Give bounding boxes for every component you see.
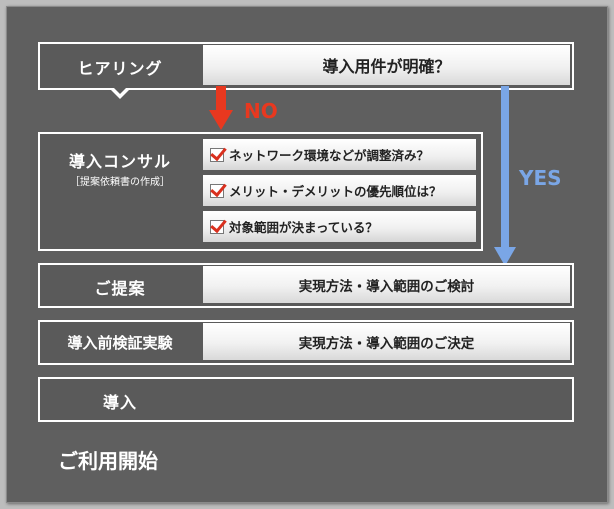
check-item-text: メリット・デメリットの優先順位は？ [229,184,442,199]
yes-label: YES [519,166,562,190]
no-arrow-head [209,110,233,130]
checkbox-checked-icon [210,183,224,198]
check-item-text: ネットワーク環境などが調整済み？ [229,148,430,163]
hearing-pointer [109,86,131,99]
yes-arrow-head [494,247,516,266]
yes-arrow-shaft [501,86,509,250]
proposal-detail: 実現方法・導入範囲のご検討 [203,266,570,303]
check-item: メリット・デメリットの優先順位は？ [203,175,476,206]
verification-detail: 実現方法・導入範囲のご決定 [203,323,570,360]
checkbox-checked-icon [210,219,224,234]
check-item-text: 対象範囲が決まっている？ [229,220,378,235]
introduction-step [38,377,574,422]
verification-label: 導入前検証実験 [67,334,173,352]
proposal-label: ご提案 [94,279,146,298]
check-item: 対象範囲が決まっている？ [203,211,476,242]
hearing-question: 導入用件が明確？ [203,45,570,85]
hearing-label: ヒアリング [77,59,163,78]
no-arrow-shaft [216,86,226,112]
no-label: NO [244,99,278,123]
introduction-label: 導入 [102,393,137,412]
consult-sublabel: ［提案依頼書の作成］ [70,177,170,188]
final-label: ご利用開始 [58,449,158,473]
consult-label: 導入コンサル [68,152,171,171]
checkbox-checked-icon [210,147,224,162]
check-item: ネットワーク環境などが調整済み？ [203,139,476,170]
